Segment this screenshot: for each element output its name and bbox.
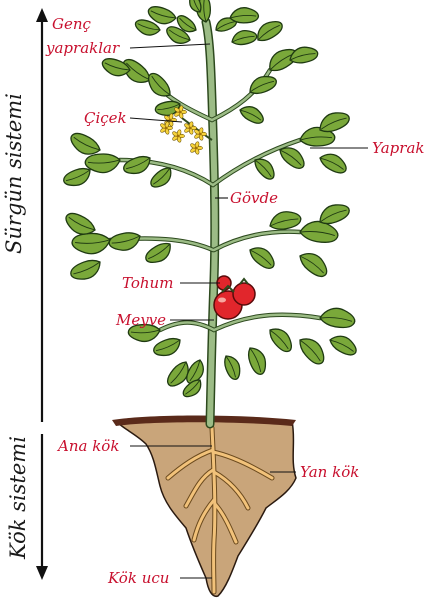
flower-label: Çiçek — [84, 109, 127, 127]
fruit-label: Meyve — [116, 311, 167, 329]
stem-label: Gövde — [230, 189, 278, 207]
lateral-root — [213, 502, 238, 544]
leader-young-leaves — [129, 43, 211, 49]
leaflet — [63, 167, 91, 187]
main-root-label: Ana kök — [58, 437, 120, 455]
lateral-root — [212, 470, 250, 510]
seed-label: Tohum — [122, 274, 174, 292]
leaflet — [254, 158, 275, 180]
root-tip-label: Kök ucu — [108, 569, 170, 587]
leaflet — [269, 328, 292, 353]
leaflet — [153, 337, 181, 357]
leaflet — [166, 26, 191, 44]
leaflet — [84, 153, 121, 174]
leaflet — [182, 379, 202, 398]
leaflet — [279, 147, 305, 170]
lateral-root-label: Yan kök — [300, 463, 360, 481]
leaflet — [319, 153, 347, 174]
leaf-label: Yaprak — [372, 139, 425, 157]
leaflet — [122, 58, 151, 84]
leaflet — [108, 232, 141, 251]
flower — [160, 121, 173, 135]
leaflet — [299, 220, 339, 243]
leaflet — [269, 211, 302, 230]
leaflet — [215, 17, 238, 32]
leaflet — [101, 58, 131, 77]
root-arrow-head-bottom — [36, 566, 48, 580]
leaflet — [239, 106, 264, 124]
lateral-root — [166, 448, 215, 480]
leaflet — [150, 167, 172, 188]
leaflet — [299, 252, 328, 278]
leaflet — [329, 335, 357, 356]
leaflet — [65, 212, 96, 235]
leaflet — [123, 155, 151, 175]
tomatoes — [213, 275, 256, 320]
root-system — [165, 425, 275, 595]
leaflet — [145, 242, 171, 264]
leaflet — [319, 204, 350, 225]
soil-surface — [112, 415, 296, 426]
flower — [174, 105, 187, 119]
leaflet — [166, 361, 189, 387]
young-leaves-label-line1: Genç — [52, 15, 91, 33]
leaflet — [71, 232, 111, 255]
leader-flower — [129, 117, 183, 123]
leaflet — [319, 112, 350, 133]
shoot-arrow-head-top — [36, 8, 48, 22]
flower — [190, 141, 203, 155]
tomato — [232, 282, 256, 306]
leaflet — [70, 259, 101, 280]
lateral-root — [211, 450, 274, 480]
leaflet — [249, 75, 277, 95]
leaflet — [176, 15, 197, 33]
leaflet — [319, 307, 356, 329]
main-root — [210, 426, 217, 594]
flower — [184, 121, 197, 135]
system-arrows — [36, 8, 48, 580]
leaflet — [257, 20, 283, 42]
leaflet — [127, 323, 161, 342]
lateral-root — [192, 498, 216, 542]
flower — [172, 129, 185, 143]
leaflet — [186, 359, 204, 384]
leaflet — [229, 7, 260, 24]
leaflet — [247, 347, 267, 375]
leaflet — [231, 30, 258, 46]
flower-cluster — [160, 105, 213, 155]
leader-lines — [129, 43, 368, 579]
leaves — [63, 0, 357, 398]
leaflet — [189, 0, 202, 13]
leaflet — [249, 247, 275, 270]
leaflet — [70, 132, 101, 155]
young-leaves-label-line2: yapraklar — [46, 39, 120, 57]
leaflet — [289, 46, 319, 64]
leaflet — [224, 355, 241, 380]
lateral-root — [184, 468, 215, 508]
leaflet — [147, 6, 177, 25]
shoot-system-label: Sürgün sistemi — [2, 93, 26, 254]
flower — [194, 127, 207, 141]
root-system-label: Kök sistemi — [6, 436, 30, 559]
leaflet — [148, 72, 171, 97]
leaflet — [134, 19, 161, 36]
leaflet — [299, 338, 325, 365]
